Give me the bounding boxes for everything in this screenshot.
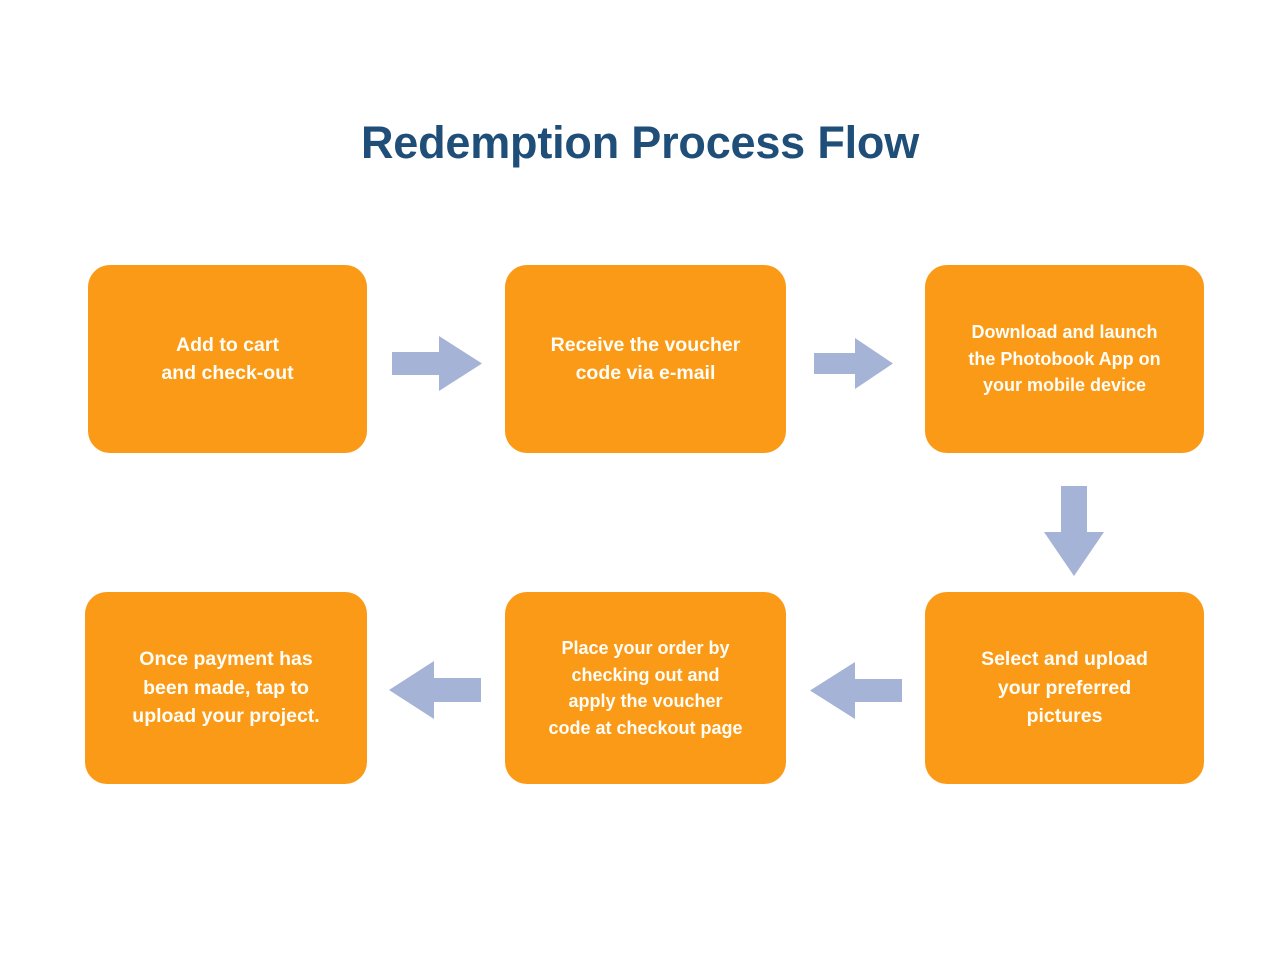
arrow-left-icon (389, 661, 481, 719)
page-title: Redemption Process Flow (360, 117, 919, 168)
arrow-down-icon (1044, 486, 1104, 576)
process-step-1-label: Add to cart and check-out (161, 333, 294, 385)
process-step-5[interactable]: Place your order by checking out and app… (505, 592, 786, 784)
arrow-right-icon (814, 338, 893, 389)
process-step-2[interactable]: Receive the voucher code via e-mail (505, 265, 786, 453)
process-step-4[interactable]: Select and upload your preferred picture… (925, 592, 1204, 784)
process-step-2-label: Receive the voucher code via e-mail (550, 333, 741, 385)
process-step-6[interactable]: Once payment has been made, tap to uploa… (85, 592, 367, 784)
process-step-5-label: Place your order by checking out and app… (548, 638, 743, 738)
process-step-4-label: Select and upload your preferred picture… (981, 648, 1148, 728)
process-step-1[interactable]: Add to cart and check-out (88, 265, 367, 453)
arrow-left-icon (810, 662, 902, 719)
process-step-3-label: Download and launch the Photobook App on… (968, 322, 1161, 396)
process-step-3[interactable]: Download and launch the Photobook App on… (925, 265, 1204, 453)
arrow-right-icon (392, 336, 482, 391)
process-step-6-label: Once payment has been made, tap to uploa… (132, 648, 320, 728)
